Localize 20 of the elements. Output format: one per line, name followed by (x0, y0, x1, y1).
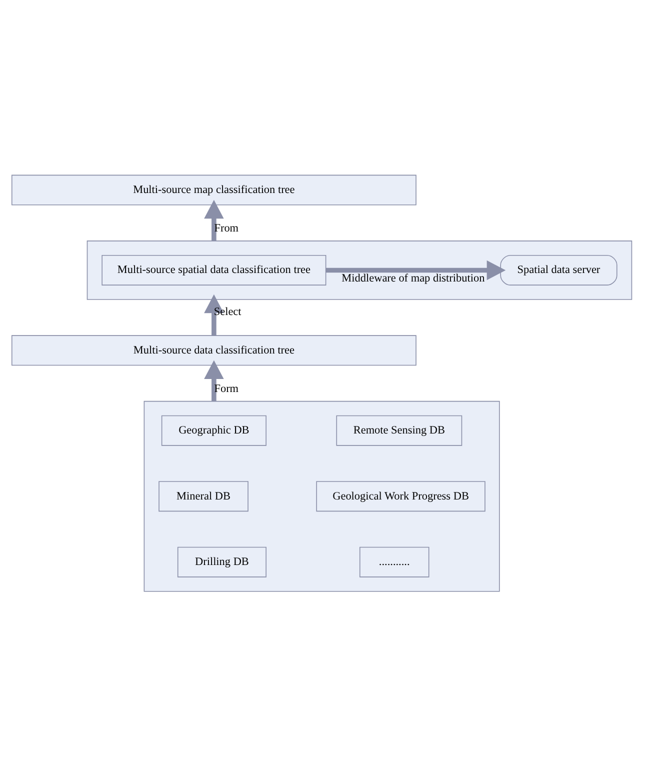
node-box: Multi-source map classification tree (11, 174, 416, 206)
cluster (144, 400, 500, 592)
arrow (204, 360, 224, 402)
node-box: Remote Sensing DB (336, 415, 462, 446)
edge-label: Select (214, 306, 242, 318)
node-box: Mineral DB (158, 481, 248, 512)
edge-label: Form (214, 382, 239, 395)
edge-label: Middleware of map distribution (342, 272, 485, 285)
node-box: Drilling DB (177, 546, 266, 578)
node-box: Geographic DB (161, 415, 266, 446)
node-box: Geological Work Progress DB (316, 481, 486, 512)
edge-label: From (214, 222, 239, 234)
arrow (326, 260, 506, 280)
cluster (86, 240, 632, 300)
node-box: Spatial data server (500, 255, 618, 286)
node-box: ........... (359, 546, 430, 578)
arrow (204, 294, 224, 336)
node-box: Multi-source spatial data classification tree (102, 255, 326, 286)
node-box: Multi-source data classification tree (11, 335, 416, 366)
arrow (204, 200, 224, 241)
